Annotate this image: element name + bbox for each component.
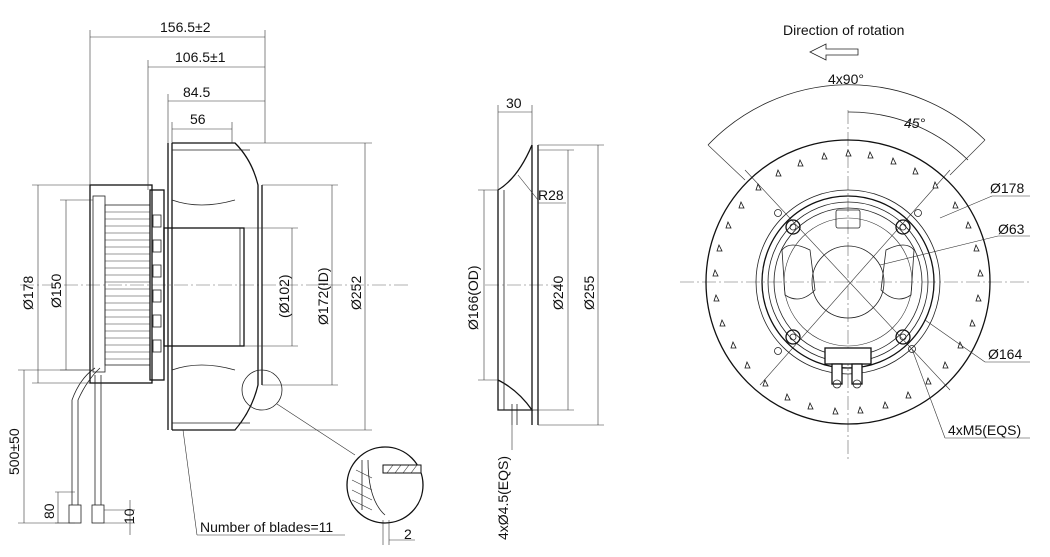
dim-cable-length: 500±50 xyxy=(6,428,22,475)
blade-marks xyxy=(712,148,984,415)
front-dimensions xyxy=(879,195,1030,439)
motor-ring xyxy=(761,195,935,369)
mount-screws xyxy=(774,209,922,355)
dim-ring-holes: 4xØ4.5(EQS) xyxy=(495,456,511,540)
dim-ring-240: Ø240 xyxy=(550,276,566,310)
dim-impeller-depth: 84.5 xyxy=(183,84,210,100)
angle-arc-45 xyxy=(847,111,969,161)
impeller-disc xyxy=(705,139,991,425)
label-plate xyxy=(835,209,861,229)
dim-ring-depth: 30 xyxy=(506,95,522,111)
rotation-title: Direction of rotation xyxy=(783,22,904,38)
dim-outer-diameter: Ø252 xyxy=(348,276,364,310)
dim-hub-diameter: (Ø102) xyxy=(276,274,292,318)
cable xyxy=(68,367,105,524)
dim-front-178: Ø178 xyxy=(990,180,1024,196)
dim-total-length: 156.5±2 xyxy=(160,19,211,35)
ring-view: 30 R28 Ø166(OD) Ø240 Ø255 4xØ4.5(EQS) xyxy=(465,95,604,540)
hub-circle xyxy=(811,245,885,319)
dim-body-length: 106.5±1 xyxy=(175,49,226,65)
dim-ring-255: Ø255 xyxy=(581,276,597,310)
angle-arc-90 xyxy=(707,84,986,146)
dim-flange-diameter: Ø150 xyxy=(48,274,64,308)
dim-front-164: Ø164 xyxy=(988,346,1022,362)
detail-marker-circle xyxy=(241,369,283,411)
blades-label: Number of blades=11 xyxy=(200,519,333,535)
dim-inlet-depth: 56 xyxy=(190,111,206,127)
front-view: Direction of rotation 4x90° 45° Ø178 Ø63… xyxy=(680,22,1030,460)
dim-angle-4x90: 4x90° xyxy=(828,71,864,87)
dim-inner-diameter: Ø172(ID) xyxy=(315,267,331,325)
hub xyxy=(163,227,245,347)
side-view: 2 xyxy=(6,19,424,545)
rotation-arrow-icon xyxy=(809,43,859,61)
dim-angle-45: 45° xyxy=(904,115,926,131)
dim-front-screws: 4xM5(EQS) xyxy=(948,422,1021,438)
dim-cable-end: 10 xyxy=(121,508,137,524)
dim-ring-od: Ø166(OD) xyxy=(465,265,481,330)
cooling-fins xyxy=(105,211,150,360)
dim-radius: R28 xyxy=(538,187,564,203)
dim-front-63: Ø63 xyxy=(998,221,1025,237)
motor-housing xyxy=(89,184,165,384)
side-dimensions xyxy=(18,30,372,536)
ring-dimensions xyxy=(478,105,604,450)
dim-motor-diameter: Ø178 xyxy=(20,276,36,310)
detail-view xyxy=(346,446,424,545)
flange-slots xyxy=(152,214,162,353)
cable-connector xyxy=(824,347,872,389)
impeller xyxy=(167,142,263,431)
dim-detail-gap: 2 xyxy=(404,526,412,542)
dim-cable-strip: 80 xyxy=(41,503,57,519)
